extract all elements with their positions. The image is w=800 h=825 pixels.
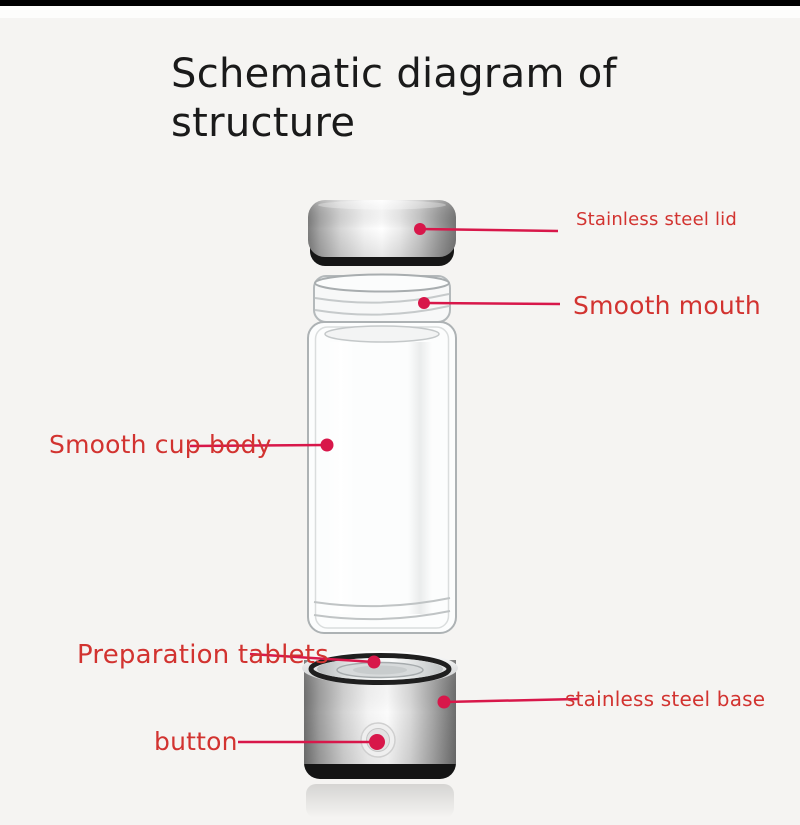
label-stainless-steel-lid: Stainless steel lid	[576, 209, 738, 230]
bottle-lid	[308, 200, 456, 266]
bottle-base	[302, 651, 458, 818]
top-black-bar	[0, 0, 800, 6]
bottle-illustration	[302, 200, 458, 818]
label-preparation-tablets: Preparation tablets	[77, 640, 329, 670]
base-reflection	[306, 784, 454, 818]
page-title: Schematic diagram of structure	[171, 51, 617, 146]
bottle-mouth	[313, 273, 451, 323]
top-white-band	[0, 6, 800, 18]
label-smooth-cup-body: Smooth cup body	[49, 430, 272, 459]
bottle-body	[307, 321, 457, 634]
label-stainless-steel-base: stainless steel base	[565, 687, 766, 711]
label-button: button	[154, 727, 238, 756]
label-smooth-mouth: Smooth mouth	[573, 291, 761, 320]
